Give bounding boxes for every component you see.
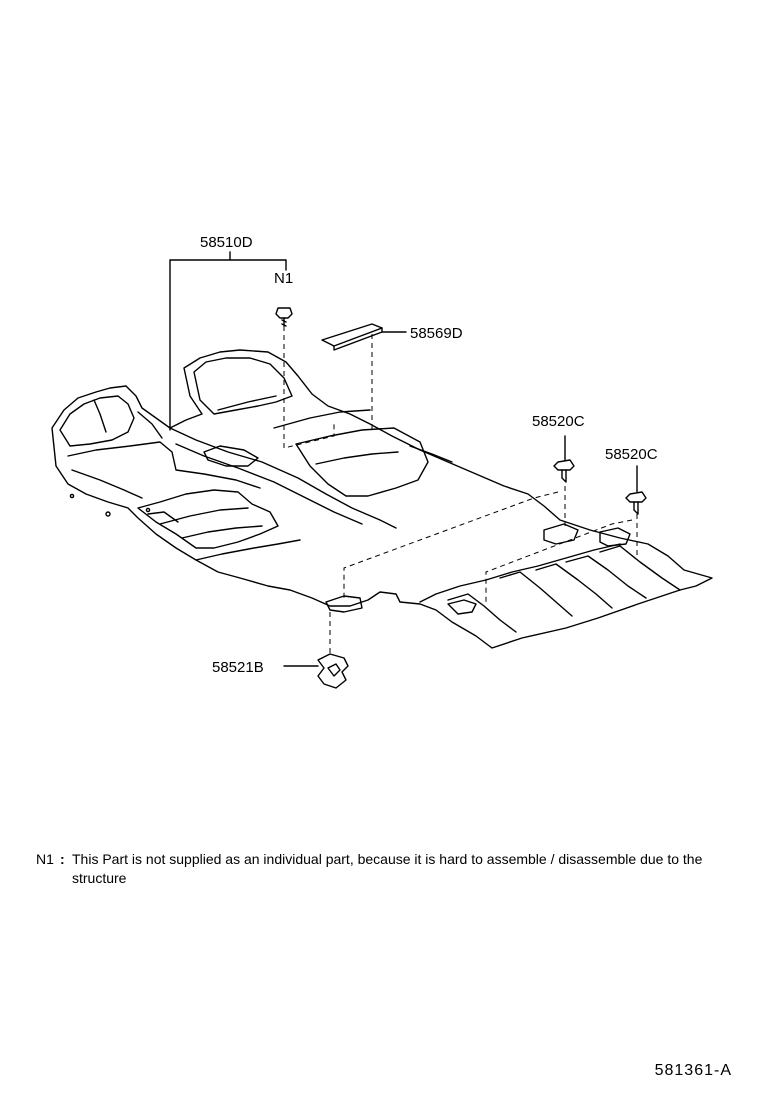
label-58510D: 58510D bbox=[200, 234, 253, 251]
hook-part bbox=[283, 653, 349, 689]
label-58569D: 58569D bbox=[410, 325, 463, 342]
footnote-key: N1 bbox=[36, 851, 54, 867]
label-58521B: 58521B bbox=[212, 659, 264, 676]
footnote-text: This Part is not supplied as an individu… bbox=[72, 851, 703, 886]
clip-part-rear-2 bbox=[625, 465, 647, 515]
label-58520C-2: 58520C bbox=[605, 446, 658, 463]
installation-lines bbox=[283, 326, 638, 656]
footnote: N1 : This Part is not supplied as an ind… bbox=[36, 850, 746, 888]
pad-part bbox=[321, 323, 407, 351]
label-58520C-1: 58520C bbox=[532, 413, 585, 430]
floor-carpet bbox=[51, 349, 713, 649]
bolt-part bbox=[275, 307, 293, 327]
clip-part-rear-1 bbox=[553, 435, 575, 483]
footnote-colon: : bbox=[60, 851, 65, 867]
illustration-id: 581361-A bbox=[654, 1062, 732, 1079]
carpet-callout-bracket bbox=[169, 251, 287, 431]
label-n1: N1 bbox=[274, 270, 293, 287]
